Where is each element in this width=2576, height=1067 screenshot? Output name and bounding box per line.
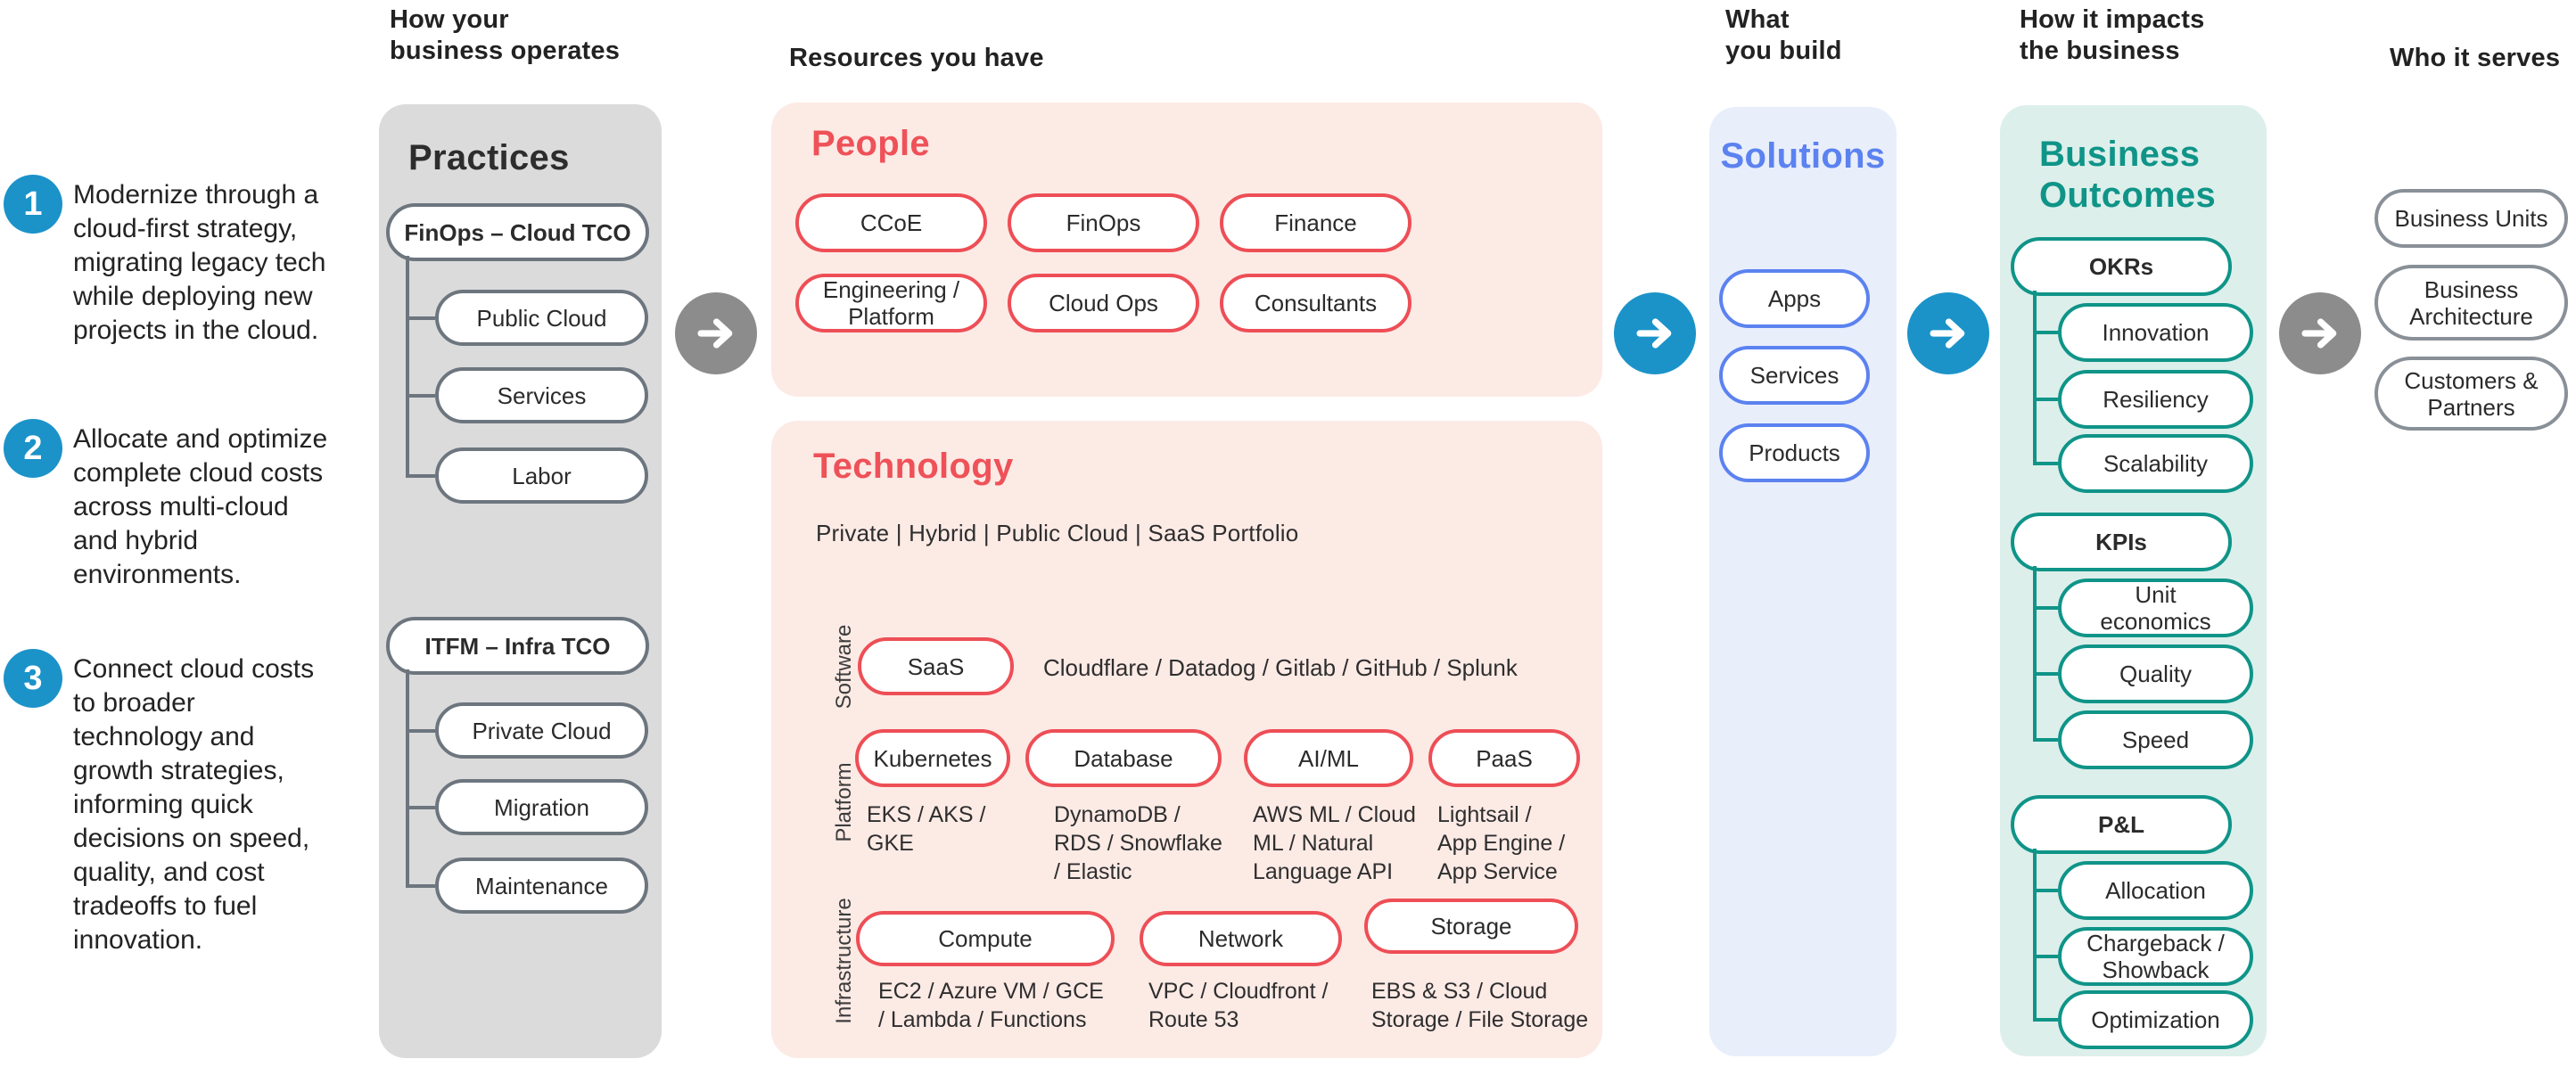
tree-connector-line [2033,955,2058,958]
tree-connector-line [406,393,435,398]
practices-pill-migration: Migration [435,779,648,835]
solutions-zone [1709,107,1897,1056]
header-resources-you-have: Resources you have [789,44,1044,72]
technology-pill-network: Network [1140,911,1342,966]
tree-connector-line [406,883,435,888]
arrow-right-icon [1614,292,1696,374]
outcomes-pill-scalability: Scalability [2058,434,2253,493]
technology-pill-compute: Compute [856,911,1115,966]
technology-pill-storage: Storage [1364,899,1578,954]
outcomes-pill-allocation: Allocation [2058,861,2253,920]
technology-caption-network: VPC / Cloudfront / Route 53 [1148,979,1329,1032]
intro-text: Modernize through a cloud-first strategy… [73,180,326,345]
header-how-it-impacts: How it impacts the business [2020,5,2205,65]
practices-pill-itfm-infra-tco: ITFM – Infra TCO [386,617,649,675]
technology-caption-storage: EBS & S3 / Cloud Storage / File Storage [1371,979,1589,1032]
step-number-badge: 1 [4,175,62,234]
step-number-badge: 3 [4,649,62,708]
serves-pill-business-architecture: Business Architecture [2374,265,2568,341]
serves-pill-customers-and-partners: Customers & Partners [2374,357,2568,431]
technology-caption-ai-ml: AWS ML / Cloud ML / Natural Language API [1253,802,1416,884]
solutions-pill-products: Products [1719,423,1870,482]
tree-connector-line [2033,606,2058,610]
outcomes-pill-speed: Speed [2058,710,2253,769]
people-pill-ccoe: CCoE [795,193,987,252]
outcomes-pill-innovation: Innovation [2058,303,2253,362]
practices-pill-private-cloud: Private Cloud [435,702,648,759]
solutions-title: Solutions [1720,136,1886,176]
technology-layer-label-software: Software [832,624,856,710]
outcomes-pill-quality: Quality [2058,644,2253,703]
outcomes-pill-resiliency: Resiliency [2058,370,2253,429]
technology-caption-paas: Lightsail / App Engine / App Service [1437,802,1566,884]
outcomes-pill-unit-economics: Unit economics [2058,579,2253,637]
technology-deployment-models: Private | Hybrid | Public Cloud | SaaS P… [816,520,1299,546]
technology-caption-database: DynamoDB / RDS / Snowflake / Elastic [1054,802,1222,884]
outcomes-pill-kpis: KPIs [2011,513,2232,571]
technology-title: Technology [813,447,1014,486]
tree-connector-line [2033,1018,2058,1022]
header-who-it-serves: Who it serves [2390,44,2561,72]
people-title: People [811,124,930,163]
practices-pill-finops-cloud-tco: FinOps – Cloud TCO [386,203,649,261]
technology-pill-database: Database [1025,729,1222,787]
practices-pill-maintenance: Maintenance [435,858,648,914]
people-pill-cloud-ops: Cloud Ops [1008,274,1199,332]
outcomes-pill-optimization: Optimization [2058,990,2253,1049]
tree-connector-line [2033,291,2037,465]
technology-caption-compute: EC2 / Azure VM / GCE / Lambda / Function… [878,979,1104,1032]
people-pill-engineering-platform: Engineering / Platform [795,274,987,332]
tree-connector-line [2033,566,2037,742]
solutions-pill-apps: Apps [1719,269,1870,328]
outcomes-pill-pandl: P&L [2011,795,2232,854]
practices-pill-services: Services [435,367,648,423]
people-pill-consultants: Consultants [1220,274,1411,332]
technology-caption-saas-tools: Cloudflare / Datadog / Gitlab / GitHub /… [1043,654,1518,681]
people-pill-finops: FinOps [1008,193,1199,252]
tree-connector-line [2033,331,2058,334]
solutions-pill-services: Services [1719,346,1870,405]
practices-pill-labor: Labor [435,447,648,504]
arrow-right-icon [675,292,757,374]
arrow-right-icon [2279,292,2361,374]
arrow-right-icon [1907,292,1989,374]
tree-connector-line [2033,672,2058,676]
tree-connector-line [2033,398,2058,401]
practices-title: Practices [408,138,570,177]
outcomes-pill-okrs: OKRs [2011,237,2232,296]
technology-caption-kubernetes: EKS / AKS / GKE [867,802,986,856]
step-number-badge: 2 [4,419,62,478]
tree-connector-line [2033,889,2058,892]
practices-pill-public-cloud: Public Cloud [435,290,648,346]
technology-layer-label-platform: Platform [832,762,856,842]
header-what-you-build: What you build [1725,5,1842,65]
tree-connector-line [406,728,435,733]
intro-text: Connect cloud costs to broader technolog… [73,654,315,955]
technology-pill-kubernetes: Kubernetes [855,729,1010,787]
serves-pill-business-units: Business Units [2374,189,2568,248]
people-pill-finance: Finance [1220,193,1411,252]
tree-connector-line [406,473,435,478]
technology-layer-label-infrastructure: Infrastructure [832,898,856,1024]
tree-connector-line [406,805,435,809]
header-how-business-operates: How your business operates [390,5,621,65]
technology-pill-saas: SaaS [858,637,1014,695]
technology-pill-ai-ml: AI/ML [1244,729,1413,787]
tree-connector-line [2033,738,2058,742]
tree-connector-line [2033,462,2058,465]
outcomes-pill-chargeback-showback: Chargeback / Showback [2058,927,2253,986]
tree-connector-line [406,316,435,320]
tree-connector-line [406,256,409,478]
business-outcomes-title: Business Outcomes [2039,135,2217,215]
tree-connector-line [406,669,409,888]
intro-text: Allocate and optimize complete cloud cos… [73,424,328,589]
technology-pill-paas: PaaS [1428,729,1580,787]
tree-connector-line [2033,849,2037,1022]
